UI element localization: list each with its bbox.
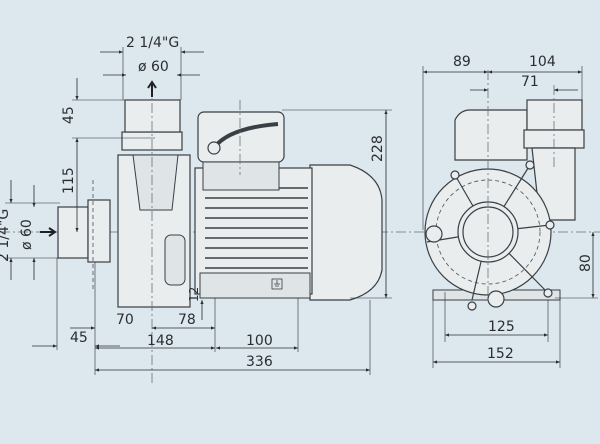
axis-height-label: 80 xyxy=(578,254,594,272)
outlet-axis-height-label: 115 xyxy=(61,167,77,194)
front-view-dimensions: 89 104 71 80 125 152 xyxy=(422,54,598,368)
bolt xyxy=(487,290,505,308)
foot-height-label: 12 xyxy=(187,287,201,302)
outlet-pipe xyxy=(124,99,181,133)
inlet-length-label: 45 xyxy=(70,330,88,346)
dim-70-label: 70 xyxy=(116,312,134,328)
dim-148-label: 148 xyxy=(147,333,174,349)
cable-gland-nut xyxy=(207,141,221,155)
motor-end-cap xyxy=(309,164,383,301)
bolt xyxy=(450,170,460,180)
front-outlet-pipe xyxy=(526,99,583,131)
front-terminal-box xyxy=(454,109,528,161)
outlet-flow-arrow-icon xyxy=(147,80,157,97)
terminal-box xyxy=(197,111,285,163)
bolt xyxy=(545,220,555,230)
bolt xyxy=(525,160,535,170)
bolt xyxy=(467,301,477,311)
base-width-label: 152 xyxy=(487,346,514,362)
inlet-thread-label: 2 1/4"G xyxy=(0,209,12,262)
foot-spacing-label: 100 xyxy=(246,333,273,349)
side-view xyxy=(0,80,600,385)
pump-volute xyxy=(132,154,179,211)
front-view xyxy=(424,70,585,311)
inlet-pipe xyxy=(57,206,89,259)
dim-78-label: 78 xyxy=(178,312,196,328)
outlet-diameter-label: ø 60 xyxy=(138,59,169,75)
foot-hole-spacing-label: 125 xyxy=(488,319,515,335)
right-width-label: 104 xyxy=(529,54,556,70)
left-width-label: 89 xyxy=(453,54,471,70)
bolt xyxy=(425,225,443,243)
terminal-box-base xyxy=(202,161,280,191)
inlet-union xyxy=(87,199,111,263)
outlet-height-label: 45 xyxy=(61,106,77,124)
inlet-diameter-label: ø 60 xyxy=(19,219,35,250)
outlet-thread-label: 2 1/4"G xyxy=(126,35,179,51)
outlet-offset-label: 71 xyxy=(521,74,539,90)
bolt xyxy=(543,288,553,298)
overall-height-label: 228 xyxy=(370,135,386,162)
overall-length-label: 336 xyxy=(246,354,273,370)
ground-symbol-icon xyxy=(271,278,283,290)
side-view-dimensions: 2 1/4"G ø 60 45 115 2 1/4"G ø 60 228 70 … xyxy=(0,35,392,375)
inlet-flow-arrow-icon xyxy=(40,227,57,237)
motor-foot xyxy=(199,272,311,299)
motor-fins xyxy=(205,187,308,269)
